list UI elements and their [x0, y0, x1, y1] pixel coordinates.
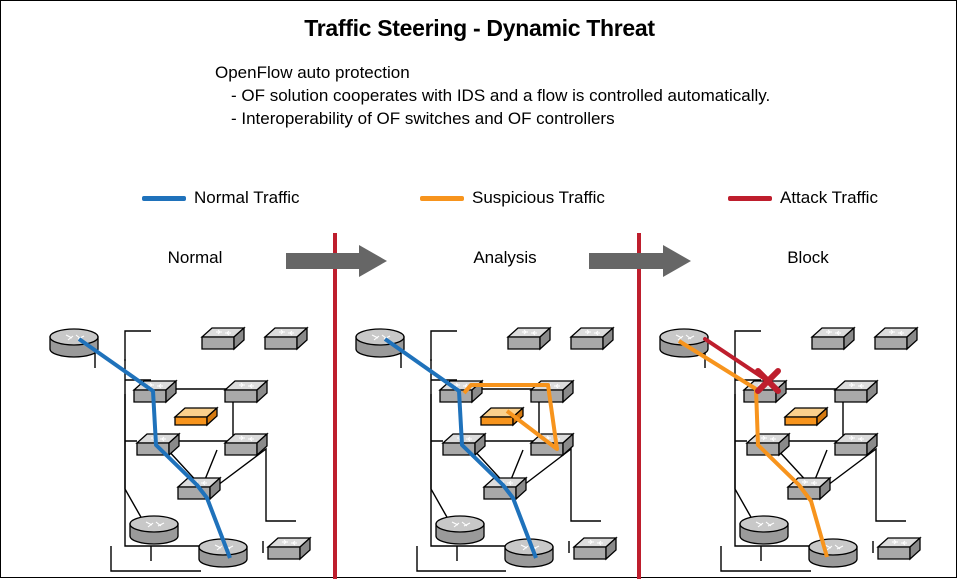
stage-label-block: Block — [787, 248, 829, 267]
normal-traffic-path — [77, 337, 232, 559]
attack-traffic-path — [703, 337, 767, 381]
legend-attack: Attack Traffic — [728, 188, 878, 208]
intro-bullet-2: - Interoperability of OF switches and OF… — [231, 109, 615, 128]
legend-normal-label: Normal Traffic — [194, 188, 300, 207]
block-x-icon — [755, 368, 781, 394]
stage-label-analysis: Analysis — [473, 248, 537, 267]
switch-icon — [264, 327, 308, 350]
ids-icon — [174, 407, 218, 426]
intro-text: OpenFlow auto protection - OF solution c… — [215, 61, 770, 130]
router-icon — [129, 515, 179, 545]
switch-icon — [224, 433, 268, 456]
normal-traffic-swatch — [142, 195, 186, 201]
network-panel-block — [659, 327, 921, 572]
switch-icon — [877, 537, 921, 560]
switch-icon — [224, 380, 268, 403]
right-arrow-icon — [589, 245, 691, 277]
suspicious-traffic-swatch — [420, 195, 464, 201]
switch-icon — [507, 327, 551, 350]
legend-normal: Normal Traffic — [142, 188, 300, 208]
router-icon — [49, 328, 99, 358]
ids-icon — [784, 407, 828, 426]
legend-suspicious: Suspicious Traffic — [420, 188, 605, 208]
router-icon — [435, 515, 485, 545]
switch-icon — [834, 380, 878, 403]
router-icon — [808, 538, 858, 568]
switch-icon — [746, 433, 790, 456]
legend-attack-label: Attack Traffic — [780, 188, 878, 207]
switch-icon — [573, 537, 617, 560]
slide-title: Traffic Steering - Dynamic Threat — [304, 15, 655, 41]
suspicious-traffic-path — [462, 383, 559, 451]
legend-suspicious-label: Suspicious Traffic — [472, 188, 605, 207]
switch-icon — [834, 433, 878, 456]
suspicious-traffic-path — [677, 339, 829, 558]
intro-heading: OpenFlow auto protection — [215, 63, 410, 82]
router-icon — [739, 515, 789, 545]
right-arrow-icon — [286, 245, 387, 277]
switch-icon — [201, 327, 245, 350]
intro-bullet-1: - OF solution cooperates with IDS and a … — [231, 86, 771, 105]
attack-traffic-swatch — [728, 195, 772, 201]
normal-traffic-path — [383, 337, 538, 559]
switch-icon — [811, 327, 855, 350]
router-icon — [355, 328, 405, 358]
switch-icon — [267, 537, 311, 560]
network-panel-analysis — [355, 327, 617, 572]
switch-icon — [874, 327, 918, 350]
switch-icon — [570, 327, 614, 350]
network-panel-normal — [49, 327, 311, 572]
stage-label-normal: Normal — [167, 248, 223, 267]
